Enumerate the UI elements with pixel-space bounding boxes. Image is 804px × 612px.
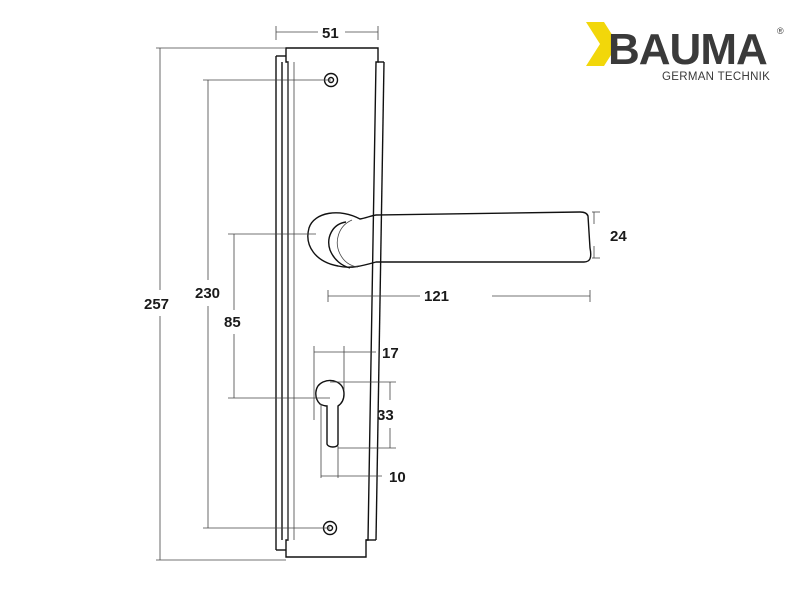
dim-10-label: 10	[389, 469, 406, 486]
dim-230-label: 230	[195, 285, 220, 302]
dim-51-label: 51	[322, 25, 339, 42]
dim-total-height: 257	[144, 47, 286, 561]
brand-logo: BAUMA ® GERMAN TECHNIK	[586, 22, 784, 83]
dim-24-label: 24	[610, 228, 627, 245]
registered-mark: ®	[777, 26, 784, 36]
dim-handle-to-key: 85	[224, 233, 330, 399]
dim-lever-length: 121	[327, 288, 591, 305]
dim-keyhole-height: 33	[330, 381, 396, 449]
dim-17-label: 17	[382, 345, 399, 362]
keyhole-icon	[315, 379, 345, 448]
lever-handle	[307, 211, 592, 269]
logo-accent-shape	[586, 22, 618, 66]
dim-keyhole-width: 10	[320, 404, 406, 486]
dim-33-label: 33	[377, 407, 394, 424]
dim-plate-width: 51	[275, 25, 379, 42]
dim-keyhole-offset: 17	[313, 345, 399, 420]
brand-tagline: GERMAN TECHNIK	[662, 71, 770, 83]
dim-screw-spacing: 230	[195, 79, 331, 529]
brand-name: BAUMA	[608, 25, 767, 74]
back-plate	[275, 47, 385, 558]
dim-257-label: 257	[144, 296, 169, 313]
dim-lever-thickness: 24	[592, 211, 627, 259]
dim-121-label: 121	[424, 288, 449, 305]
dim-85-label: 85	[224, 314, 241, 331]
